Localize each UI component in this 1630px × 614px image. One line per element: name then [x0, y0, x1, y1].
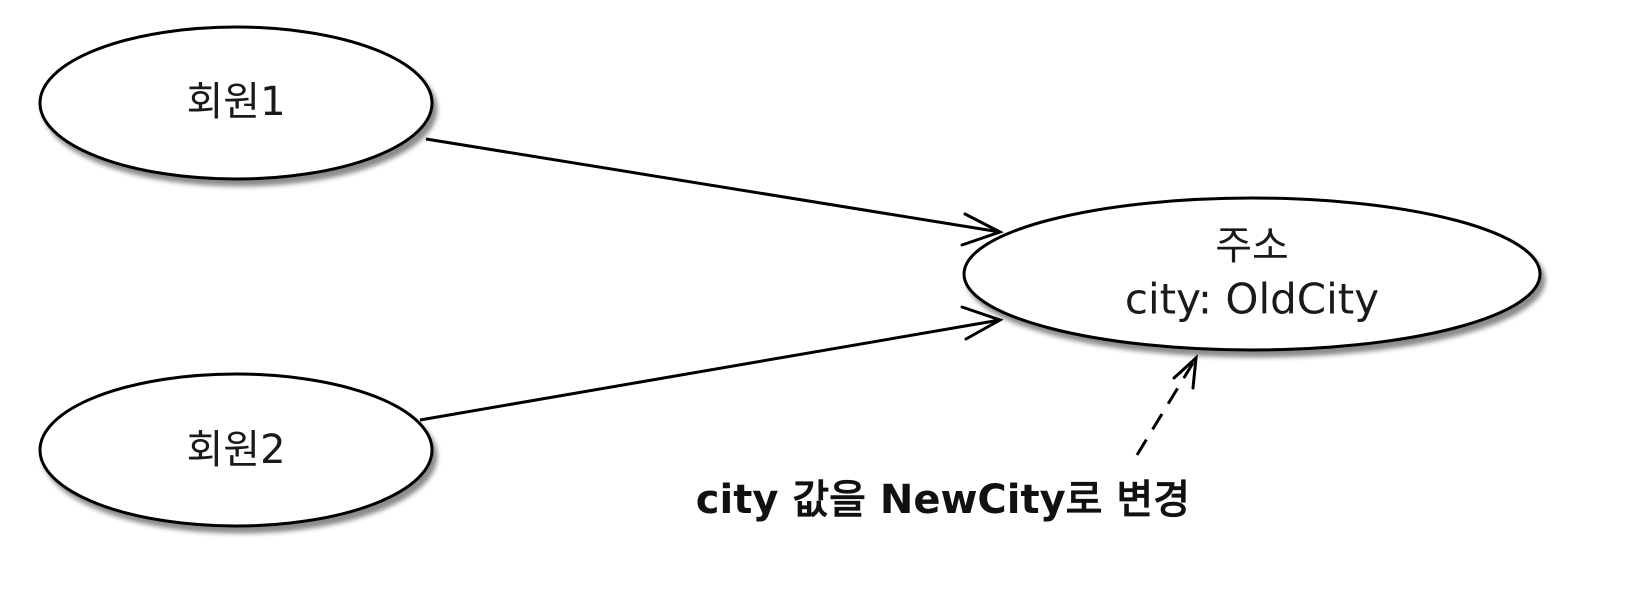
- change-annotation: city 값을 NewCity로 변경: [696, 477, 1190, 523]
- address-ellipse: [962, 196, 1542, 352]
- arrow-head-icon: [960, 305, 1004, 341]
- reference-arrow-member2: [419, 305, 1004, 422]
- member1-label: 회원1: [186, 79, 285, 125]
- address-label: 주소: [1215, 223, 1289, 269]
- address-node: 주소 city: OldCity: [962, 196, 1542, 352]
- member2-label: 회원2: [186, 427, 285, 473]
- member1-node: 회원1: [38, 25, 434, 181]
- member2-node: 회원2: [38, 372, 434, 528]
- reference-arrow-member1: [425, 137, 1004, 247]
- arrow-head-icon: [960, 212, 1004, 247]
- member2-ellipse: [38, 372, 434, 528]
- change-arrow: [1135, 354, 1198, 456]
- member1-ellipse: [38, 25, 434, 181]
- address-city-attribute: city: OldCity: [1125, 275, 1379, 324]
- arrow-line: [425, 137, 1001, 234]
- dashed-arrow-line: [1135, 357, 1198, 456]
- arrow-head-icon: [1172, 354, 1198, 390]
- arrow-line: [419, 318, 1001, 422]
